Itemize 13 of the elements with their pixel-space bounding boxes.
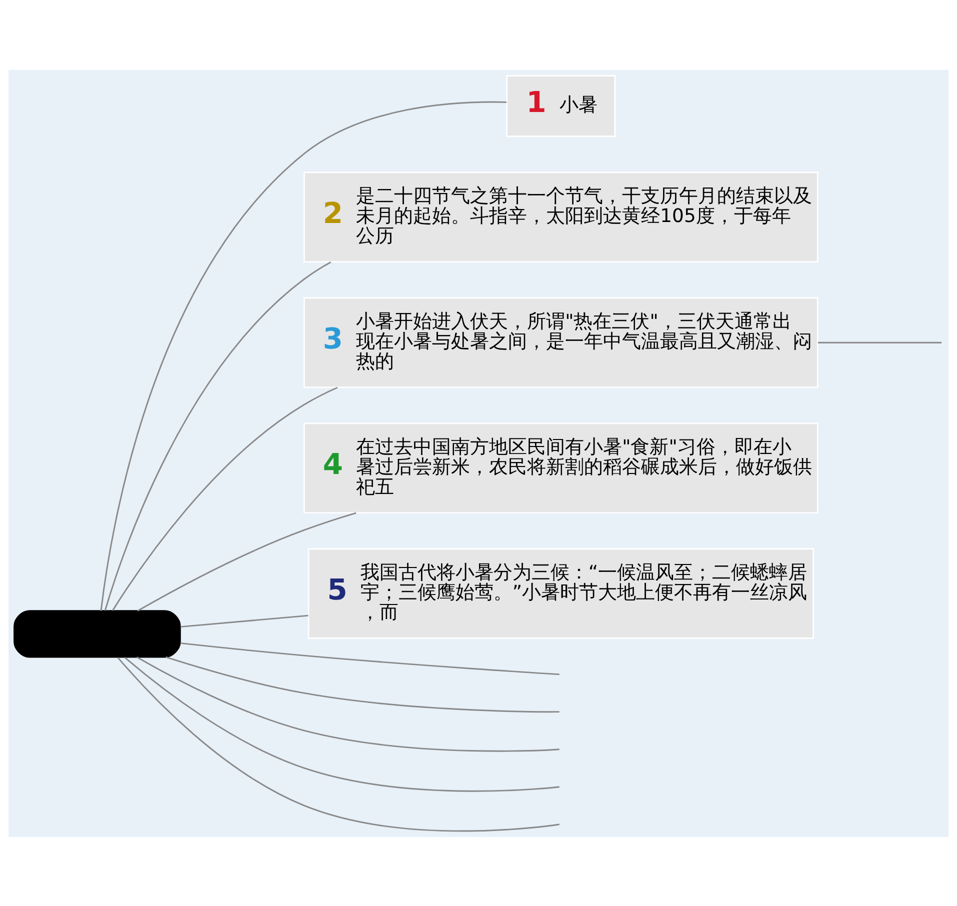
node-box <box>14 610 181 658</box>
connector <box>180 614 308 627</box>
connector <box>104 261 332 610</box>
connector <box>137 512 356 611</box>
connector <box>117 656 560 832</box>
connector <box>100 100 507 610</box>
connector <box>166 656 560 712</box>
connector <box>136 656 560 752</box>
connector <box>112 386 338 610</box>
connector <box>818 341 942 343</box>
connector <box>124 656 560 792</box>
node-box: 1 小暑 <box>506 74 616 137</box>
connector <box>180 642 560 675</box>
